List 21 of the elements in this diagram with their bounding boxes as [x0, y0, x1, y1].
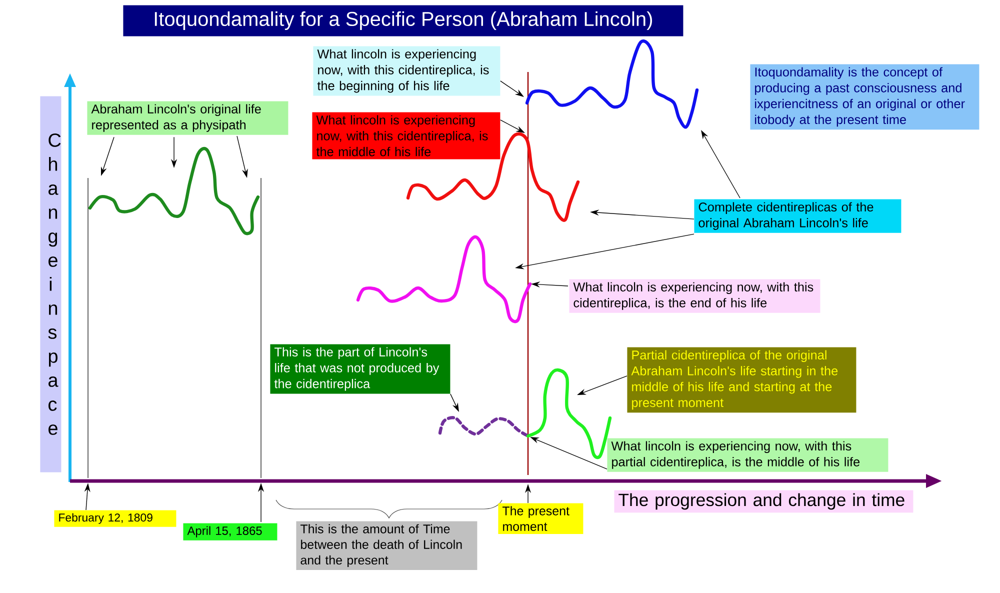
note-box: This is the amount of Time between the death of Lincoln and the present: [296, 521, 478, 570]
title-banner: Itoquondamality for a Specific Person (Abraham Lincoln): [123, 5, 684, 36]
note-box: Itoquondamality is the concept of producing a past consciousness and ixperiencitness of an original or other itobody at the present time: [750, 64, 980, 130]
wavy-curve: [438, 416, 530, 438]
date-label: February 12, 1809: [54, 510, 176, 527]
callout-box: Complete cidentireplicas of the original Abraham Lincoln's life: [694, 199, 902, 233]
axis-label: Change in space: [40, 96, 62, 472]
wavy-curve: [525, 39, 699, 129]
callout-box: What lincoln is experiencing now, with this partial cidentireplica, is the middle of his life: [607, 438, 888, 472]
callout-box: What lincoln is experiencing now, with this cidentireplica, is the middle of his life: [312, 112, 500, 160]
date-label: April 15, 1865: [183, 523, 278, 540]
callout-box: What lincoln is experiencing now, with this cidentireplica, is the beginning of his life: [313, 46, 500, 96]
callout-box: Abraham Lincoln's original life represented as a physipath: [87, 101, 288, 135]
wavy-curve: [88, 146, 260, 236]
callout-box: This is the part of Lincoln's life that was not produced by the cidentireplica: [270, 344, 450, 394]
axis-label: The progression and change in time: [614, 490, 914, 513]
callout-box: What lincoln is experiencing now, with this cidentireplica, is the end of his life: [569, 279, 820, 313]
wavy-curve: [526, 368, 612, 460]
wavy-curve: [356, 235, 532, 324]
callout-box: Partial cidentireplica of the original Abraham Lincoln's life starting in the middle of his life and starting at the present moment: [627, 347, 856, 413]
time-label: The present moment: [498, 503, 584, 534]
